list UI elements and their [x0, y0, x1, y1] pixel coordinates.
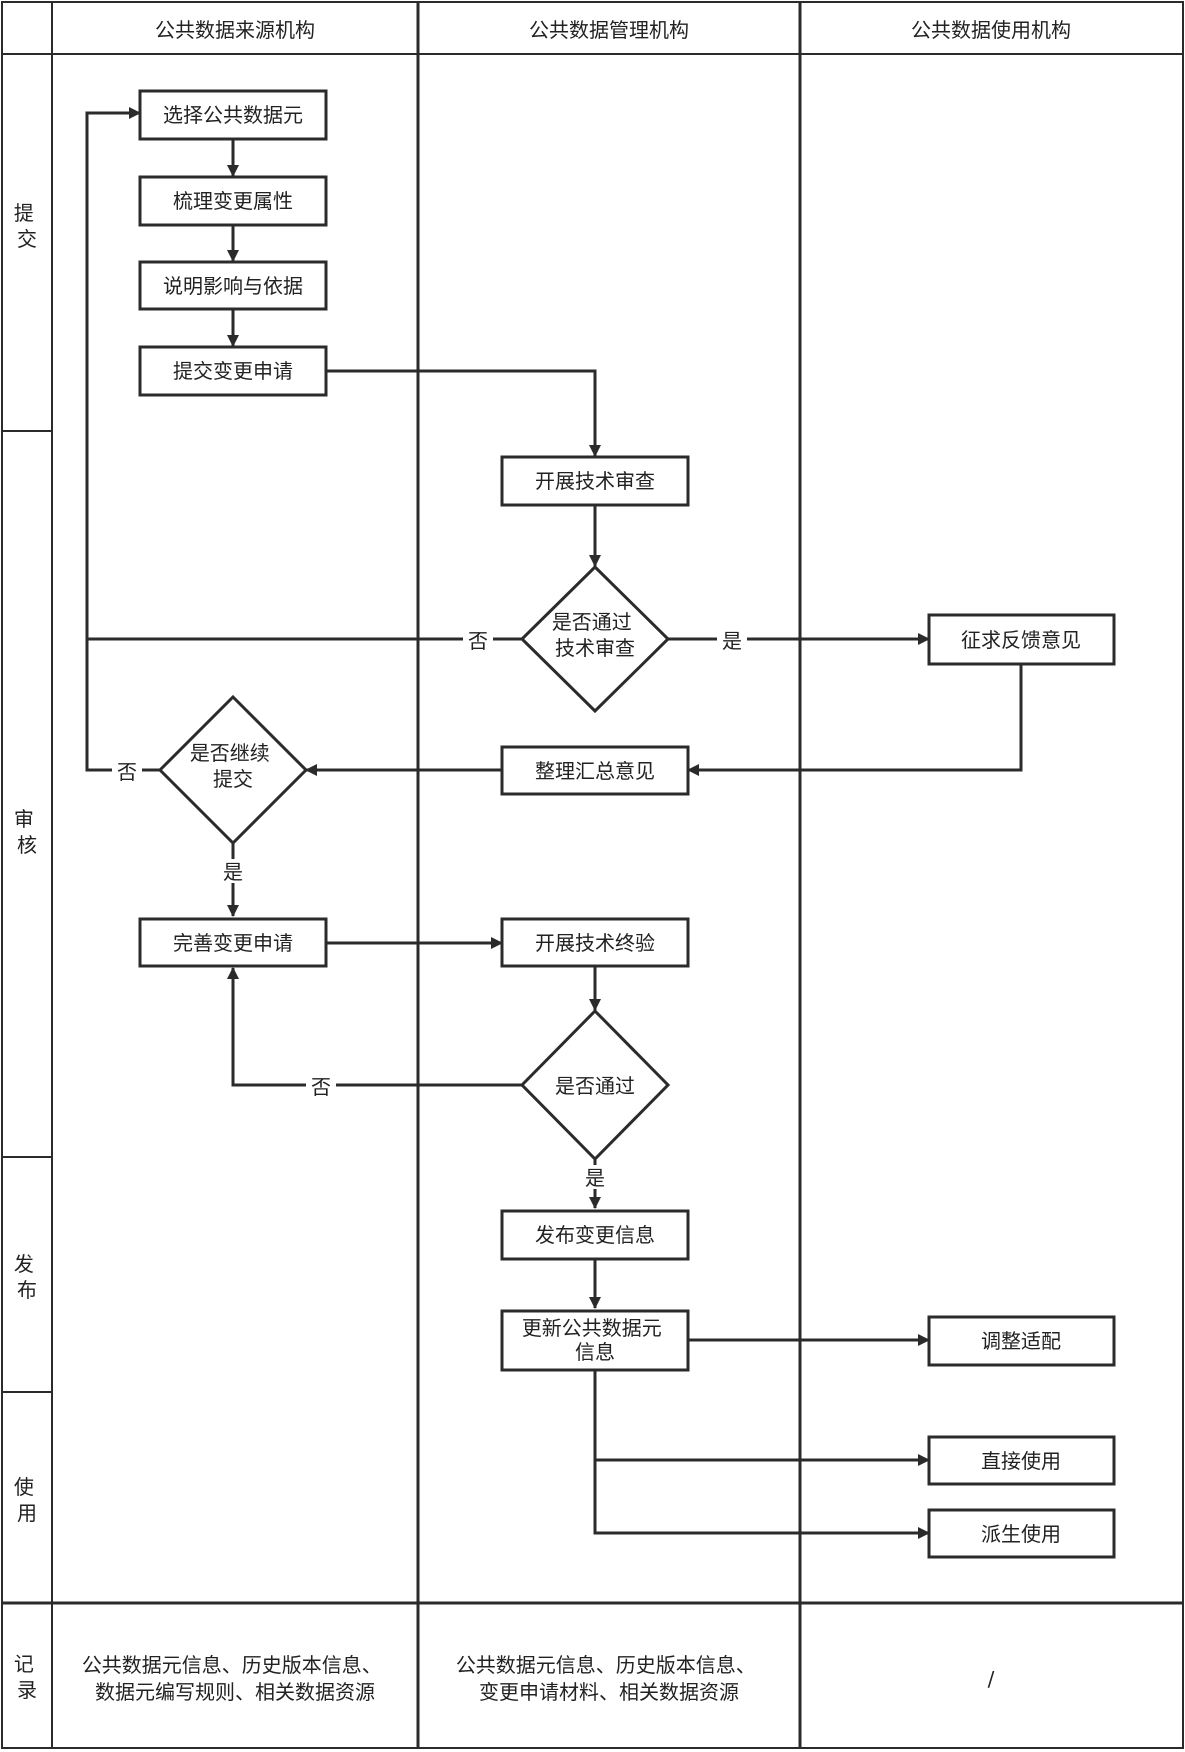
edge-decision-no-to-select [85, 107, 522, 641]
record-management: 公共数据元信息、历史版本信息、 变更申请材料、相关数据资源 [456, 1653, 762, 1704]
node-select: 选择公共数据元 [138, 89, 328, 141]
node-summarize: 整理汇总意见 [500, 745, 690, 796]
edge-labels: 否 是 否 是 否 是 [112, 628, 747, 1190]
svg-text:选择公共数据元: 选择公共数据元 [163, 103, 303, 127]
node-derived-use: 派生使用 [927, 1508, 1116, 1559]
edge-submit-to-review [326, 369, 601, 457]
svg-text:完善变更申请: 完善变更申请 [173, 931, 293, 955]
svg-text:整理汇总意见: 整理汇总意见 [535, 759, 655, 783]
decision-pass-review: 是否通过 技术审查 [519, 564, 671, 714]
decision-continue-submit: 是否继续 提交 [157, 694, 309, 846]
edge-label-no-continue: 否 [117, 760, 137, 784]
edge-pass-no-to-improve [227, 967, 522, 1087]
edge-label-yes-pass: 是 [585, 1166, 605, 1190]
node-tech-review: 开展技术审查 [500, 455, 690, 507]
node-final-check: 开展技术终验 [500, 917, 690, 968]
node-publish-info: 发布变更信息 [500, 1209, 690, 1261]
node-feedback: 征求反馈意见 [927, 613, 1116, 666]
svg-text:征求反馈意见: 征求反馈意见 [961, 628, 1081, 652]
column-header-source: 公共数据来源机构 [155, 18, 315, 42]
stage-label-review: 审 核 [14, 807, 40, 857]
svg-text:说明影响与依据: 说明影响与依据 [163, 274, 303, 298]
svg-text:是否通过 技术审查: 是否通过 技术审查 [552, 610, 638, 660]
stage-label-publish: 发 布 [14, 1252, 40, 1302]
svg-text:是否通过: 是否通过 [555, 1074, 635, 1098]
edge-feedback-to-summarize [687, 664, 1023, 776]
node-improve-request: 完善变更申请 [138, 917, 328, 968]
edge-update-to-derived [593, 1460, 930, 1539]
stage-label-submit: 提 交 [14, 201, 40, 251]
svg-text:更新公共数据元 信息: 更新公共数据元 信息 [522, 1316, 668, 1364]
edge-label-no-pass: 否 [311, 1075, 331, 1099]
decision-pass: 是否通过 [519, 1008, 671, 1162]
node-update-info: 更新公共数据元 信息 [500, 1309, 690, 1372]
edge-continue-no [85, 639, 160, 772]
column-header-management: 公共数据管理机构 [529, 18, 689, 42]
edge-label-yes-review: 是 [722, 629, 742, 653]
svg-text:直接使用: 直接使用 [981, 1449, 1061, 1473]
edge-label-yes-continue: 是 [223, 860, 243, 884]
svg-text:派生使用: 派生使用 [981, 1522, 1061, 1546]
svg-text:调整适配: 调整适配 [981, 1329, 1061, 1353]
record-source: 公共数据元信息、历史版本信息、 数据元编写规则、相关数据资源 [82, 1653, 388, 1704]
svg-text:发布变更信息: 发布变更信息 [535, 1223, 655, 1247]
record-usage: / [988, 1667, 995, 1691]
svg-text:开展技术审查: 开展技术审查 [535, 469, 655, 493]
stage-label-record: 记 录 [14, 1652, 40, 1702]
node-sort-attrs: 梳理变更属性 [138, 175, 328, 227]
node-submit-request: 提交变更申请 [138, 345, 328, 397]
svg-text:梳理变更属性: 梳理变更属性 [173, 189, 293, 213]
edge-update-to-direct [593, 1371, 930, 1466]
connectors [85, 107, 1023, 1539]
node-adjust: 调整适配 [927, 1315, 1116, 1367]
stage-label-use: 使 用 [14, 1475, 40, 1525]
svg-text:是否继续 提交: 是否继续 提交 [190, 741, 276, 791]
column-header-usage: 公共数据使用机构 [911, 18, 1071, 42]
svg-text:提交变更申请: 提交变更申请 [173, 359, 293, 383]
edge-label-no-review: 否 [468, 629, 488, 653]
node-explain: 说明影响与依据 [138, 260, 328, 311]
svg-text:开展技术终验: 开展技术终验 [535, 931, 655, 955]
node-direct-use: 直接使用 [927, 1435, 1116, 1486]
